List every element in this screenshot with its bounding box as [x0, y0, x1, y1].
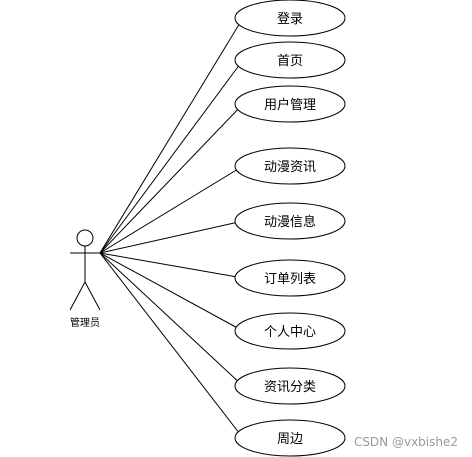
use-case-ellipse: [234, 85, 346, 123]
use-case-news-category: 资讯分类: [234, 367, 346, 405]
actor-head: [76, 229, 94, 247]
use-case-label: 个人中心: [264, 325, 316, 340]
use-case-ellipse: [234, 147, 346, 185]
association-personal-center: [99, 252, 244, 332]
use-case-label: 订单列表: [264, 272, 316, 287]
use-case-label: 动漫信息: [264, 214, 316, 230]
use-case-anime-info: 动漫信息: [234, 202, 346, 240]
use-case-ellipse: [234, 419, 346, 457]
use-case-ellipse: [234, 367, 346, 405]
use-case-surroundings: 周边: [234, 419, 346, 457]
association-anime-news: [99, 165, 244, 254]
actor-label: 管理员: [70, 316, 100, 329]
use-case-ellipse: [234, 202, 346, 240]
use-case-label: 周边: [277, 432, 303, 447]
use-case-label: 登录: [277, 12, 303, 27]
actor-right-leg: [84, 281, 101, 311]
association-surroundings: [99, 252, 244, 439]
association-news-category: [99, 252, 244, 387]
use-case-user-management: 用户管理: [234, 85, 346, 123]
association-user-management: [99, 103, 244, 254]
watermark: CSDN @vxbishe2: [353, 435, 458, 449]
use-case-label: 资讯分类: [264, 380, 316, 395]
use-case-label: 首页: [277, 54, 303, 69]
use-case-anime-news: 动漫资讯: [234, 147, 346, 185]
association-lines: [99, 17, 244, 439]
use-case-ellipse: [234, 0, 346, 37]
association-order-list: [99, 252, 244, 279]
use-case-label: 动漫资讯: [264, 160, 316, 175]
use-case-home: 首页: [234, 41, 346, 79]
use-case-label: 用户管理: [264, 97, 316, 113]
use-case-login: 登录: [234, 0, 346, 37]
association-home: [99, 59, 244, 254]
use-case-ellipse: [234, 259, 346, 297]
use-case-order-list: 订单列表: [234, 259, 346, 297]
use-case-personal-center: 个人中心: [234, 312, 346, 350]
use-case-ellipse: [234, 41, 346, 79]
use-case-ellipse: [234, 312, 346, 350]
association-login: [99, 17, 244, 254]
actor-left-leg: [69, 281, 86, 311]
association-anime-info: [99, 220, 244, 254]
actor-admin: 管理员: [69, 229, 101, 329]
